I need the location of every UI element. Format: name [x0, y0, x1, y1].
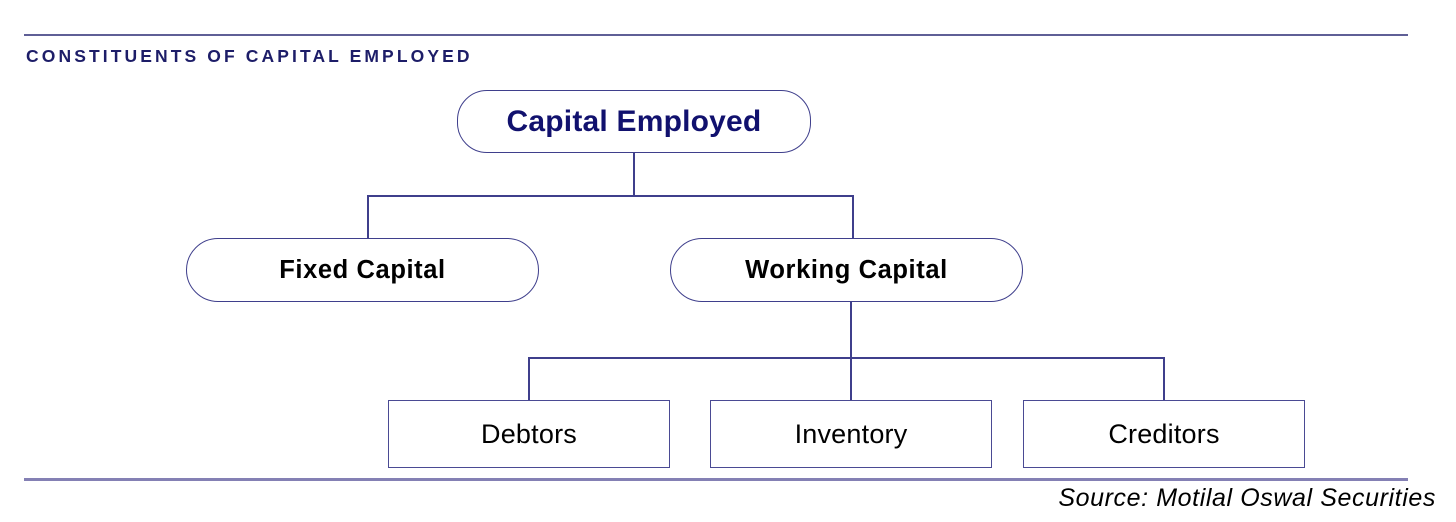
top-divider-rule [24, 34, 1408, 36]
connector-root-stem [633, 152, 635, 197]
node-capital-employed: Capital Employed [457, 90, 811, 153]
source-attribution: Source: Motilal Oswal Securities [1058, 484, 1436, 512]
node-inventory: Inventory [710, 400, 992, 468]
node-creditors: Creditors [1023, 400, 1305, 468]
connector-working-capital-to-creditors [1163, 357, 1165, 401]
connector-working-capital-to-debtors [528, 357, 530, 401]
node-working-capital: Working Capital [670, 238, 1023, 302]
connector-root-to-working-capital [852, 195, 854, 239]
connector-root-bus [367, 195, 854, 197]
connector-working-capital-stem [850, 301, 852, 359]
bottom-divider-rule [24, 478, 1408, 481]
connector-root-to-fixed-capital [367, 195, 369, 239]
node-debtors: Debtors [388, 400, 670, 468]
page-title: CONSTITUENTS OF CAPITAL EMPLOYED [26, 46, 473, 66]
node-fixed-capital: Fixed Capital [186, 238, 539, 302]
connector-working-capital-to-inventory [850, 357, 852, 401]
connector-working-capital-bus [528, 357, 1165, 359]
